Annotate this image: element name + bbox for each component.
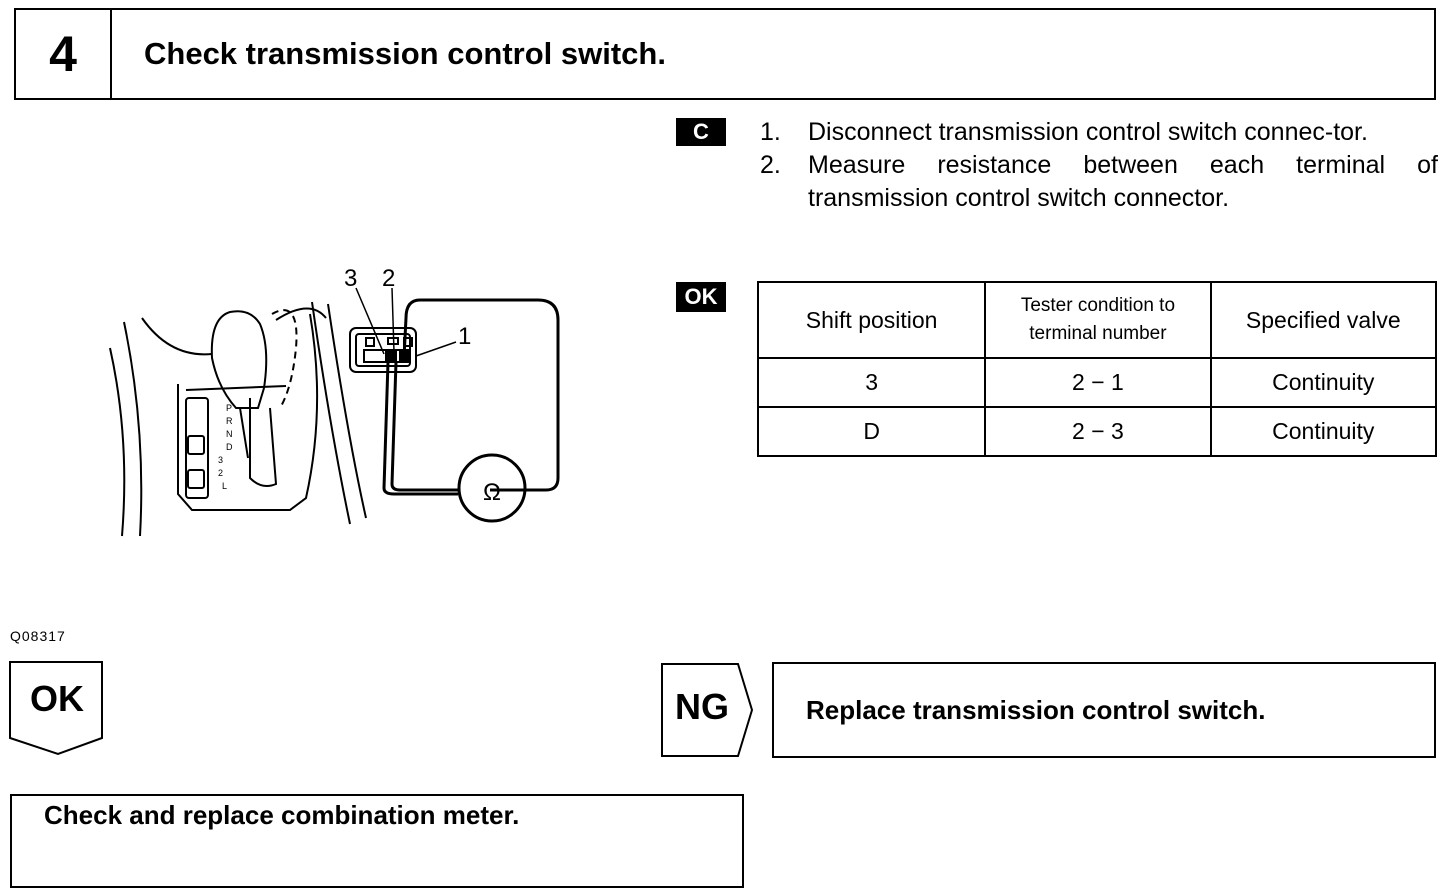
svg-text:3: 3 [218, 455, 223, 465]
terminal-label: 1 [458, 323, 471, 350]
ok-label: OK [30, 678, 84, 719]
svg-text:R: R [226, 416, 233, 426]
step-number: 4 [16, 10, 112, 98]
figure-code: Q08317 [10, 628, 66, 644]
table-cell: 3 [756, 357, 987, 408]
table-row: 3 2 − 1 Continuity [756, 357, 1438, 408]
c-tag: C [676, 118, 726, 146]
ok-action-box: Check and replace combination meter. [10, 794, 744, 888]
ng-label: NG [675, 686, 729, 727]
shift-gate: P R N D 3 2 L [185, 397, 278, 499]
terminal-label: 2 [382, 265, 395, 292]
table-cell: Continuity [1209, 406, 1438, 457]
table-header-cell: Tester condition to terminal number [984, 281, 1212, 359]
ok-tag: OK [676, 282, 726, 312]
terminal-label: 3 [344, 265, 357, 292]
table-cell: Continuity [1209, 357, 1438, 408]
table-cell: 2 − 3 [984, 406, 1212, 457]
instruction-number: 2. [760, 151, 781, 179]
step-title: Check transmission control switch. [144, 36, 666, 71]
table-header-cell: Specified valve [1209, 281, 1438, 359]
shift-lever [210, 309, 298, 459]
instruction-list: 1. Disconnect transmission control switc… [760, 116, 1438, 215]
step-header: 4 Check transmission control switch. [14, 8, 1436, 100]
svg-text:2: 2 [218, 468, 223, 478]
console-outline [109, 301, 367, 537]
svg-text:N: N [226, 429, 233, 439]
ng-arrow-shape [661, 663, 754, 757]
svg-text:P: P [226, 403, 232, 413]
ohmmeter-icon [457, 453, 527, 523]
tester-leads [382, 298, 560, 496]
ok-arrow-shape [9, 661, 103, 756]
switch-diagram: P R N D 3 2 L Ω 3 2 1 [109, 265, 560, 537]
svg-text:L: L [222, 481, 227, 491]
instruction-number: 1. [760, 118, 781, 146]
instruction-text: Disconnect transmission control switch c… [808, 118, 1368, 146]
ng-action-box: Replace transmission control switch. [772, 662, 1436, 758]
spec-table: Shift position Tester condition to termi… [756, 281, 1438, 457]
instruction-item: 1. Disconnect transmission control switc… [760, 116, 1438, 149]
table-header-row: Shift position Tester condition to termi… [756, 281, 1438, 359]
table-cell: D [756, 406, 987, 457]
table-header-cell: Shift position [756, 281, 987, 359]
table-row: D 2 − 3 Continuity [756, 406, 1438, 457]
svg-text:D: D [226, 442, 233, 452]
table-cell: 2 − 1 [984, 357, 1212, 408]
ohm-symbol: Ω [483, 479, 501, 506]
terminal-leaders [355, 287, 457, 357]
instruction-text: Measure resistance between each terminal… [808, 151, 1438, 212]
instruction-item: 2. Measure resistance between each termi… [760, 149, 1438, 215]
